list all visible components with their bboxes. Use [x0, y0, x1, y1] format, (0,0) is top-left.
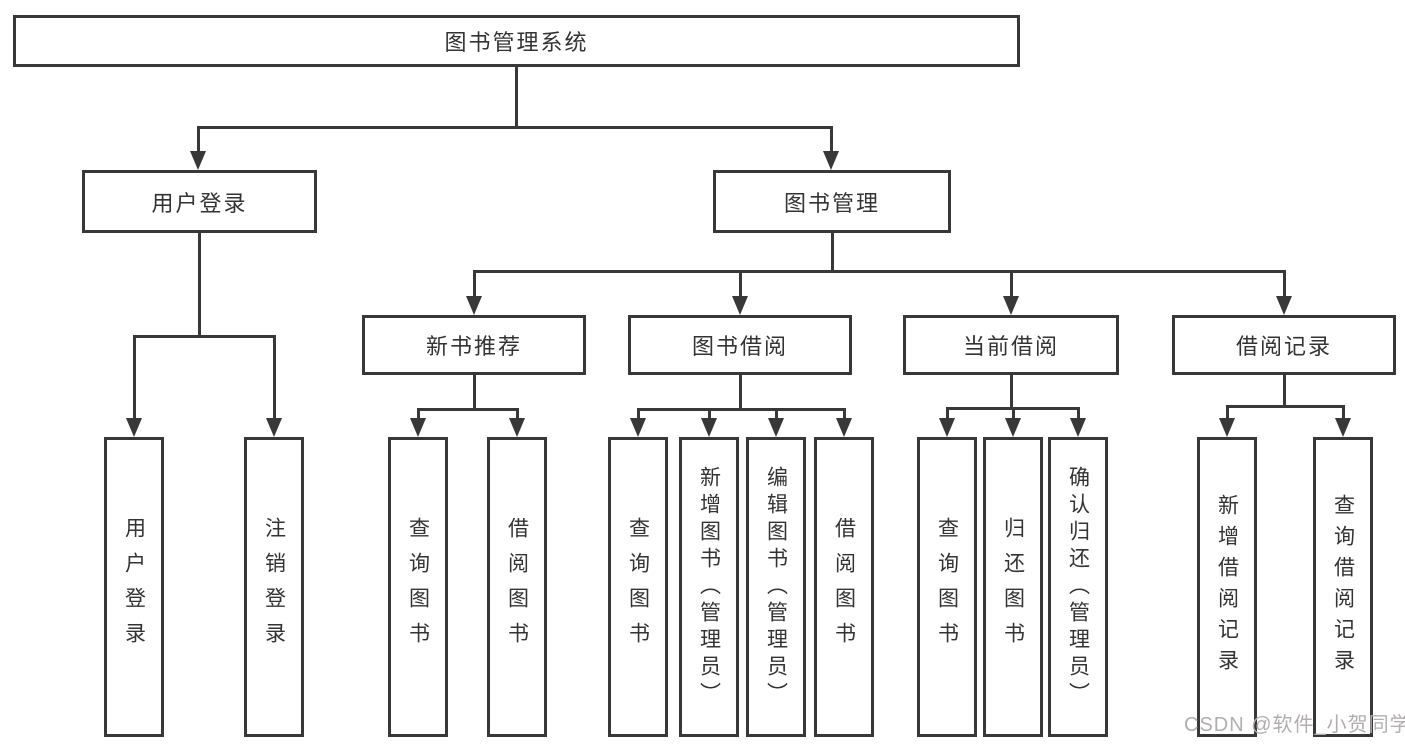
node-user-login-label: 用户登录 — [151, 190, 248, 216]
arrowhead-down — [836, 418, 852, 437]
node-new-book-recommend: 新书推荐 — [362, 315, 586, 375]
connector-line — [516, 408, 519, 420]
leaf-add-books-admin-label: 新增图书（管理员） — [697, 465, 721, 709]
node-book-borrow-label: 图书借阅 — [691, 334, 788, 359]
connector-line — [198, 233, 201, 338]
connector-line — [197, 126, 200, 153]
arrowhead-down — [410, 418, 426, 437]
leaf-add-borrow-record-label: 新增借阅记录 — [1215, 494, 1239, 680]
connector-line — [473, 270, 1286, 273]
leaf-user-login-label: 用户登录 — [122, 517, 146, 657]
connector-line — [473, 270, 476, 299]
connector-line — [843, 408, 846, 420]
connector-line — [775, 408, 778, 420]
leaf-add-borrow-record: 新增借阅记录 — [1197, 437, 1257, 737]
node-current-borrow-label: 当前借阅 — [962, 334, 1059, 359]
leaf-logout-label: 注销登录 — [262, 517, 286, 657]
leaf-edit-books-admin: 编辑图书（管理员） — [746, 437, 806, 737]
leaf-query-borrow-record-label: 查询借阅记录 — [1331, 494, 1355, 680]
node-book-borrow: 图书借阅 — [628, 315, 852, 375]
connector-line — [515, 67, 518, 126]
arrowhead-down — [126, 418, 142, 437]
connector-line — [708, 408, 711, 420]
arrowhead-down — [939, 418, 955, 437]
connector-line — [1226, 405, 1229, 420]
connector-line — [637, 408, 640, 420]
arrowhead-down — [1335, 418, 1351, 437]
connector-line — [1283, 270, 1286, 299]
arrowhead-down — [1276, 296, 1292, 315]
leaf-confirm-return-admin: 确认归还（管理员） — [1048, 437, 1108, 737]
connector-line — [946, 407, 949, 420]
leaf-borrow-books-label: 借阅图书 — [832, 517, 856, 657]
arrowhead-down — [630, 418, 646, 437]
arrowhead-down — [190, 151, 206, 170]
leaf-return-books: 归还图书 — [983, 437, 1043, 737]
connector-line — [417, 408, 420, 420]
arrowhead-down — [823, 151, 839, 170]
leaf-recommend-borrow-books: 借阅图书 — [487, 437, 547, 737]
leaf-recommend-query-books-label: 查询图书 — [406, 517, 430, 657]
connector-line — [273, 335, 276, 420]
arrowhead-down — [466, 296, 482, 315]
arrowhead-down — [732, 296, 748, 315]
connector-line — [473, 375, 476, 408]
arrowhead-down — [1219, 418, 1235, 437]
node-borrow-records: 借阅记录 — [1172, 315, 1396, 375]
connector-line — [831, 233, 834, 270]
leaf-add-books-admin: 新增图书（管理员） — [679, 437, 739, 737]
node-borrow-records-label: 借阅记录 — [1235, 334, 1332, 359]
leaf-current-query-books: 查询图书 — [917, 437, 977, 737]
leaf-query-borrow-record: 查询借阅记录 — [1313, 437, 1373, 737]
node-current-borrow: 当前借阅 — [903, 315, 1119, 375]
leaf-borrow-query-books-label: 查询图书 — [626, 517, 650, 657]
leaf-recommend-borrow-books-label: 借阅图书 — [505, 517, 529, 657]
arrowhead-down — [701, 418, 717, 437]
arrowhead-down — [509, 418, 525, 437]
leaf-confirm-return-admin-label: 确认归还（管理员） — [1066, 465, 1090, 709]
leaf-user-login: 用户登录 — [104, 437, 164, 737]
connector-line — [1010, 375, 1013, 407]
connector-line — [830, 126, 833, 153]
node-user-login: 用户登录 — [82, 170, 317, 233]
leaf-return-books-label: 归还图书 — [1001, 517, 1025, 657]
node-book-management-label: 图书管理 — [783, 190, 880, 216]
leaf-logout: 注销登录 — [244, 437, 304, 737]
connector-line — [417, 408, 519, 411]
connector-line — [1342, 405, 1345, 420]
connector-line — [197, 126, 833, 129]
leaf-edit-books-admin-label: 编辑图书（管理员） — [764, 465, 788, 709]
arrowhead-down — [768, 418, 784, 437]
leaf-recommend-query-books: 查询图书 — [388, 437, 448, 737]
connector-line — [1010, 270, 1013, 299]
arrowhead-down — [266, 418, 282, 437]
connector-line — [133, 335, 136, 420]
leaf-current-query-books-label: 查询图书 — [935, 517, 959, 657]
connector-line — [739, 270, 742, 299]
csdn-watermark: CSDN @软件_小贺同学 — [1184, 714, 1405, 736]
node-new-book-recommend-label: 新书推荐 — [425, 334, 522, 359]
leaf-borrow-query-books: 查询图书 — [608, 437, 668, 737]
connector-line — [1077, 407, 1080, 420]
arrowhead-down — [1070, 418, 1086, 437]
connector-line — [1012, 407, 1015, 420]
connector-line — [637, 408, 846, 411]
node-library-system: 图书管理系统 — [13, 15, 1020, 67]
node-library-system-label: 图书管理系统 — [444, 30, 589, 55]
arrowhead-down — [1003, 296, 1019, 315]
arrowhead-down — [1005, 418, 1021, 437]
connector-line — [1226, 405, 1345, 408]
connector-line — [133, 335, 276, 338]
leaf-borrow-books: 借阅图书 — [814, 437, 874, 737]
node-book-management: 图书管理 — [713, 170, 951, 233]
connector-line — [1283, 375, 1286, 405]
connector-line — [739, 375, 742, 408]
